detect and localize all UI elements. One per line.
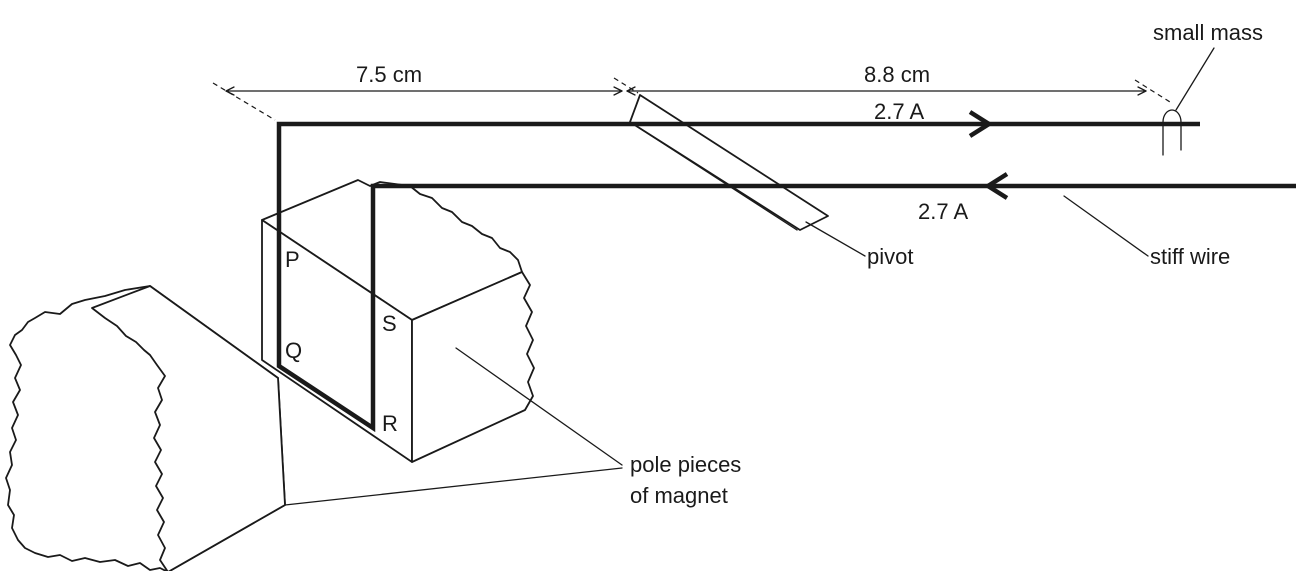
pole-pieces-label: pole pieces	[630, 452, 741, 477]
left-pole-piece	[5, 285, 286, 571]
pivot-prism	[629, 94, 829, 231]
of-magnet-label: of magnet	[630, 483, 728, 508]
right-pole-top-face	[261, 179, 523, 321]
point-p-label: P	[285, 247, 300, 272]
point-r-label: R	[382, 411, 398, 436]
right-pole-right-face	[411, 271, 535, 463]
pivot-label: pivot	[867, 244, 913, 269]
point-s-label: S	[382, 311, 397, 336]
small-mass-icon	[1162, 109, 1182, 156]
dist-right-label: 8.8 cm	[864, 62, 930, 87]
dist-left-label: 7.5 cm	[356, 62, 422, 87]
dimension-lines	[212, 77, 1171, 121]
stiff-wire-label: stiff wire	[1150, 244, 1230, 269]
left-pole-front-face	[91, 285, 286, 571]
current-arrow-left	[983, 172, 1009, 200]
current-bottom-label: 2.7 A	[918, 199, 968, 224]
small-mass-label: small mass	[1153, 20, 1263, 45]
right-pole-piece	[261, 179, 535, 463]
current-arrow-right	[968, 110, 994, 138]
current-top-label: 2.7 A	[874, 99, 924, 124]
wire-loop	[276, 121, 1296, 433]
point-q-label: Q	[285, 338, 302, 363]
upper-wire-to-q	[276, 121, 1296, 433]
